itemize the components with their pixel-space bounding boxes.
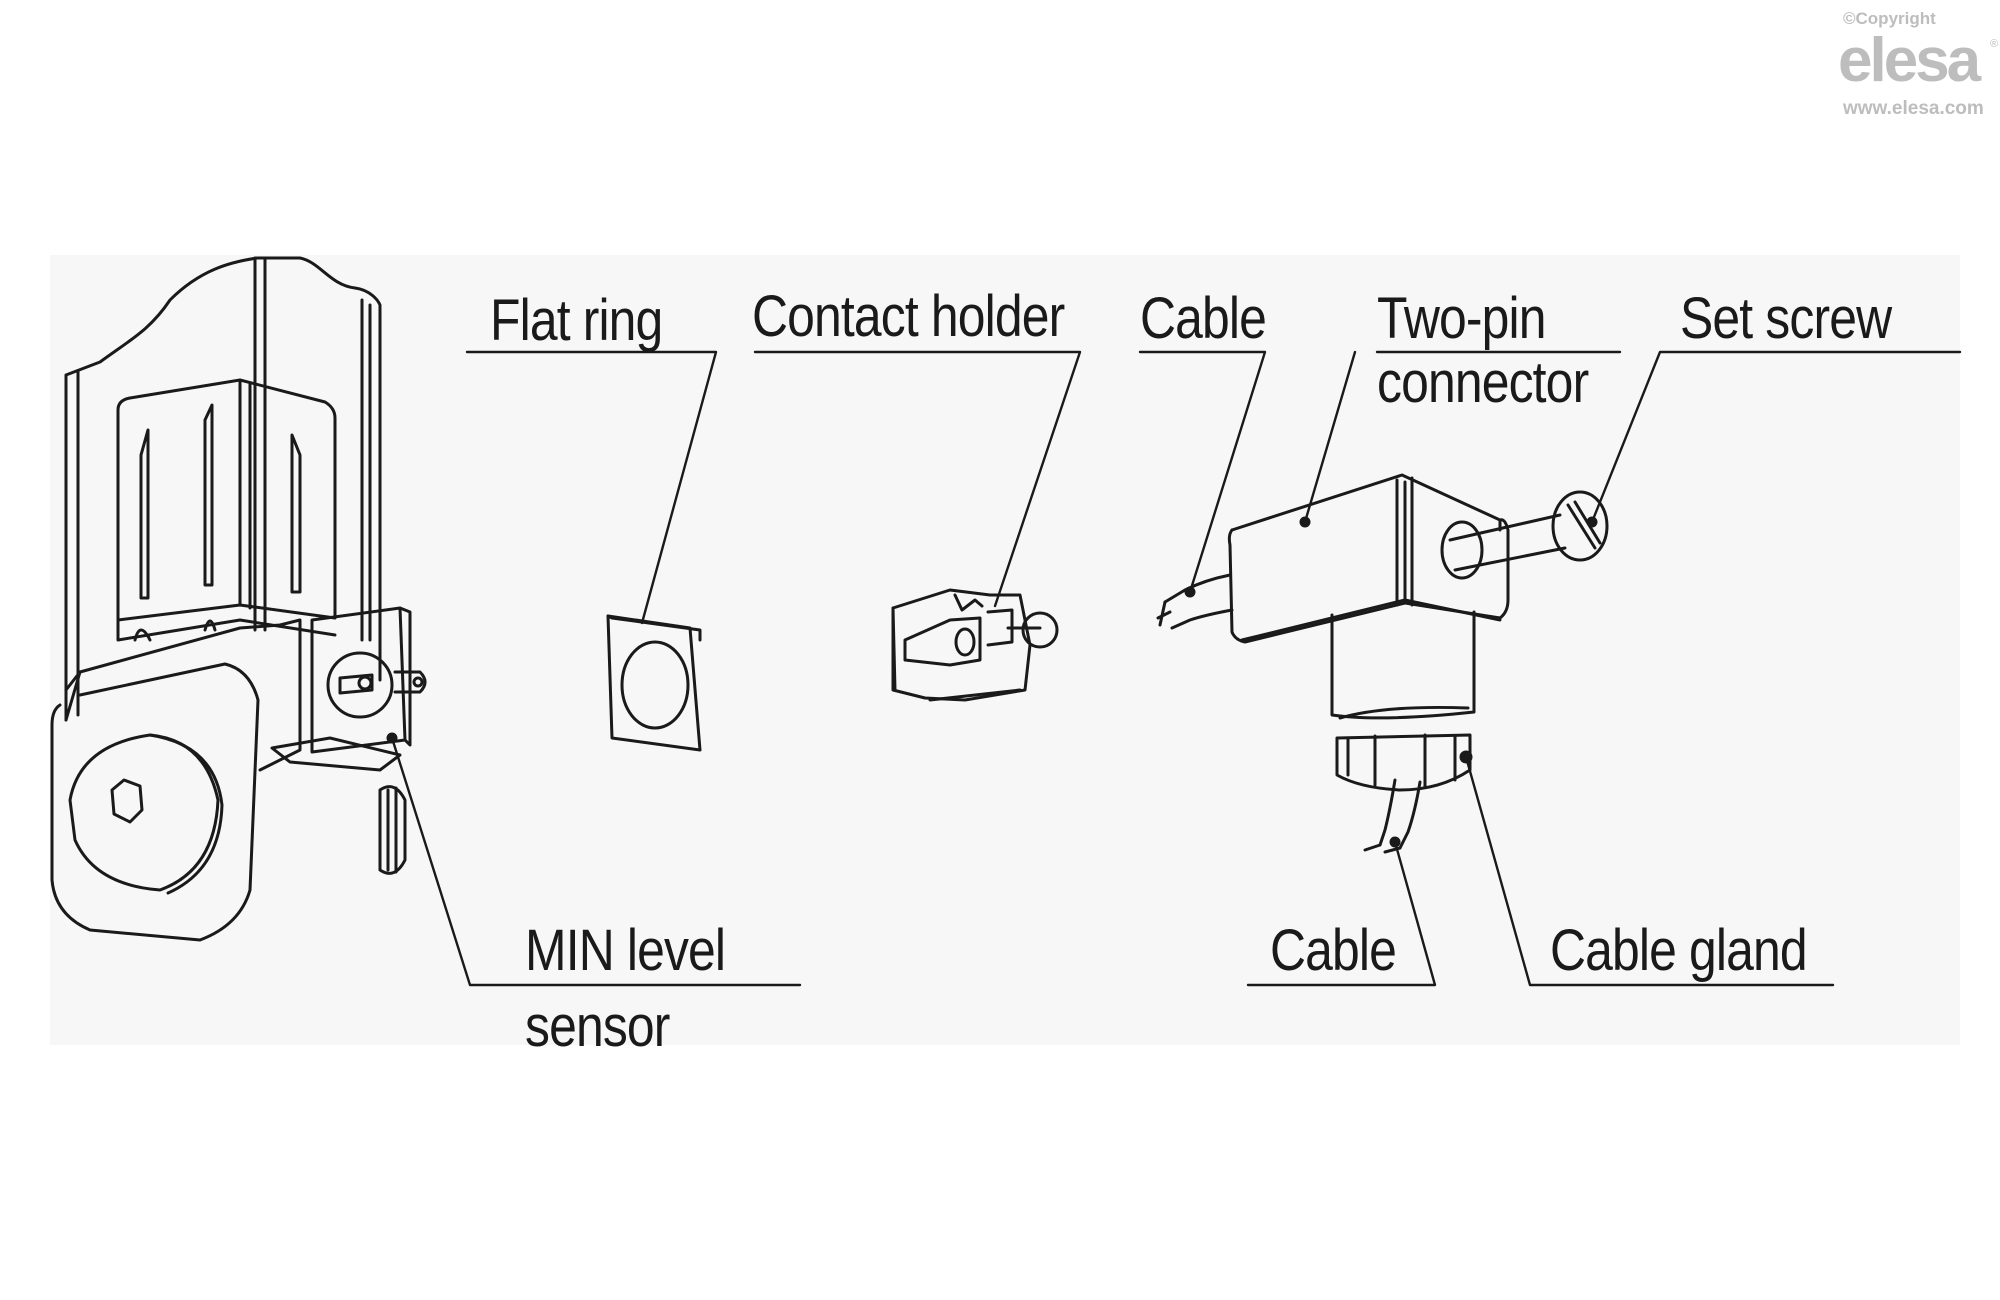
cap-disc — [68, 733, 220, 892]
leader-set-screw — [1590, 350, 1962, 524]
connector-top — [1230, 473, 1502, 532]
label-two-pin-line2: connector — [1377, 350, 1589, 415]
label-min-sensor-line1: MIN level — [525, 918, 726, 983]
leader-contact-holder — [753, 350, 1082, 608]
label-cable-top: Cable — [1140, 286, 1267, 351]
two-pin-connector — [1227, 473, 1510, 644]
leader-two-pin — [1303, 350, 1622, 524]
set-screw — [1440, 490, 1609, 580]
leader-flat-ring — [465, 350, 718, 625]
flat-ring-hole — [620, 640, 690, 730]
label-cable-bottom: Cable — [1270, 918, 1397, 983]
label-two-pin-line1: Two-pin — [1377, 286, 1547, 351]
leader-min-sensor — [390, 736, 802, 987]
cap-hex — [110, 778, 144, 824]
label-flat-ring: Flat ring — [490, 288, 663, 353]
contact-holder — [891, 588, 1059, 702]
gland-body — [1330, 610, 1476, 720]
leader-lines — [390, 350, 1962, 987]
set-screw-shaft — [1448, 513, 1567, 572]
cable-gland — [1330, 610, 1476, 792]
cap-housing — [50, 662, 260, 942]
cable — [1156, 573, 1422, 854]
sight-window-divider — [238, 378, 252, 610]
sensor-flange — [270, 736, 402, 772]
gauge-mark-2 — [203, 403, 214, 587]
diagram-background — [50, 255, 1960, 1045]
tank-edge-lines — [253, 256, 372, 642]
gauge-mark-3 — [290, 433, 302, 594]
sight-window-bottom — [116, 618, 337, 642]
sensor-plug — [378, 785, 407, 875]
sensor-pin — [338, 673, 374, 695]
tank-body-outline — [64, 256, 382, 722]
connector-front — [1227, 480, 1407, 644]
leader-cable-bottom — [1246, 840, 1437, 987]
sensor-dial — [326, 651, 394, 719]
connector-side — [1403, 518, 1510, 620]
cap-disc-rim — [148, 733, 224, 895]
flat-ring — [606, 614, 702, 752]
sight-window — [116, 378, 337, 622]
registered-mark: ® — [1990, 38, 1999, 50]
gauge-mark-1 — [139, 428, 150, 600]
tank-with-min-level-sensor — [50, 256, 427, 942]
website-url: www.elesa.com — [1843, 98, 1984, 119]
label-cable-gland: Cable gland — [1550, 918, 1808, 983]
sensor-tab — [393, 670, 427, 694]
set-screw-nut — [1440, 520, 1484, 580]
cable-top-path — [1163, 573, 1234, 630]
label-contact-holder: Contact holder — [752, 284, 1065, 349]
copyright-text: ©Copyright — [1843, 9, 1936, 28]
label-set-screw: Set screw — [1680, 286, 1892, 351]
label-min-sensor-line2: sensor — [525, 994, 670, 1059]
elesa-logo: elesa — [1838, 26, 1981, 95]
contact-holder-ring — [1021, 611, 1059, 649]
cable-bottom-path — [1378, 778, 1422, 850]
gland-nut — [1335, 733, 1472, 792]
base-block — [78, 618, 302, 772]
leader-cable-top — [1138, 350, 1267, 594]
leader-cable-gland — [1464, 755, 1835, 987]
set-screw-head — [1551, 490, 1609, 562]
